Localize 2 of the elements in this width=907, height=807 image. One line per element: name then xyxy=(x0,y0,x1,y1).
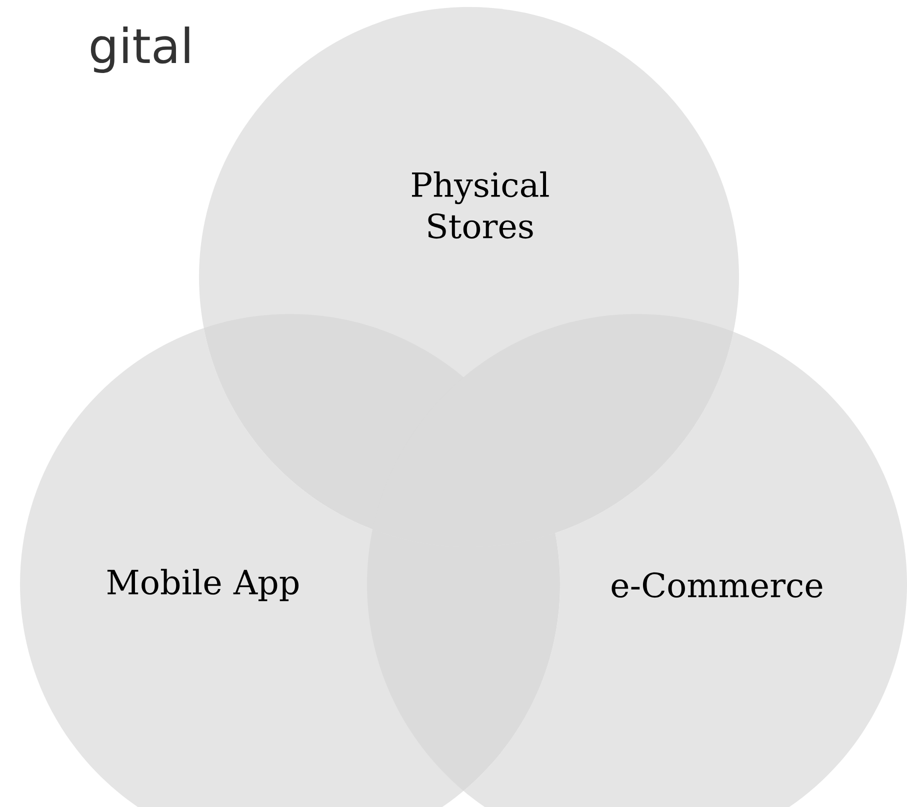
title: gital xyxy=(90,26,190,73)
node-label: Physical Stores xyxy=(412,171,549,239)
